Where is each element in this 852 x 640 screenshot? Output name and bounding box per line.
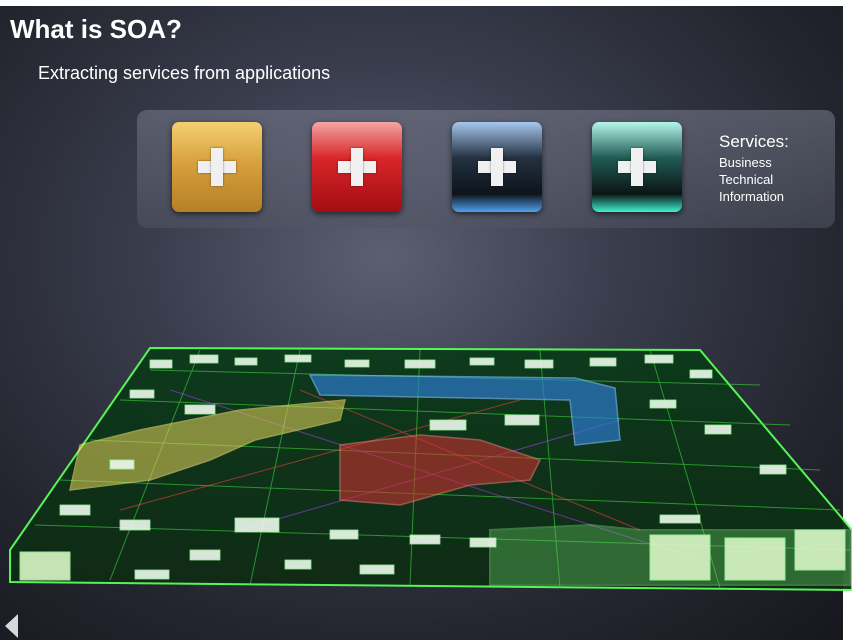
services-panel: Services: Business Technical Information [137,110,835,228]
business-service-button[interactable] [172,122,262,212]
information-region [308,374,621,446]
plus-icon [491,148,503,186]
plus-icon [631,148,643,186]
services-item-technical: Technical [719,172,774,187]
top-border [0,0,852,6]
application-architecture-diagram [9,346,852,592]
information-service-button[interactable] [452,122,542,212]
additional-service-button[interactable] [592,122,682,212]
slide-title: What is SOA? [10,14,182,44]
services-item-business: Business [719,155,772,170]
technical-service-button[interactable] [312,122,402,212]
business-region [69,399,346,491]
slide-subtitle: Extracting services from applications [38,63,331,83]
plus-icon [211,148,223,186]
services-item-information: Information [719,189,785,204]
services-heading: Services: [719,132,789,151]
technical-region [339,434,542,506]
right-border [843,0,852,640]
back-arrow-icon[interactable] [5,614,18,638]
plus-icon [351,148,363,186]
